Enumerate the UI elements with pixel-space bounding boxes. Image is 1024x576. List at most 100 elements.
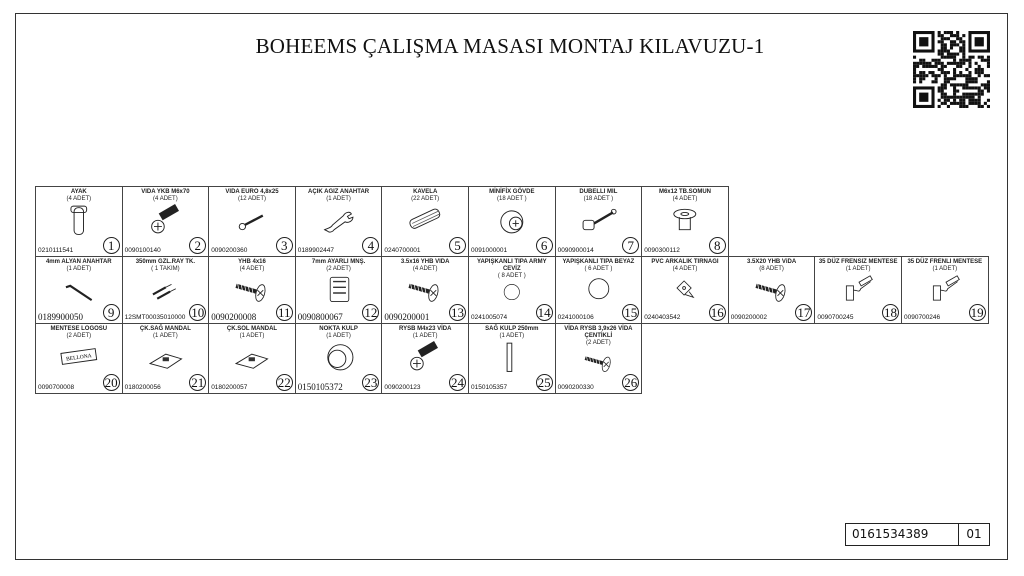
part-cell: MENTESE LOGOSU (2 ADET) BELLONA 00907000… bbox=[35, 323, 123, 394]
document-code-box: 0161534389 01 bbox=[845, 523, 990, 546]
part-code: 0090800067 bbox=[297, 312, 343, 322]
part-footer: 0210111541 1 bbox=[38, 236, 120, 255]
part-cell: 35 DÜZ FRENLI MENTESE (1 ADET) 009070024… bbox=[901, 256, 989, 324]
part-code: 0090200330 bbox=[557, 384, 594, 391]
part-quantity: (1 ADET) bbox=[499, 333, 525, 339]
part-quantity: (18 ADET ) bbox=[497, 196, 527, 202]
part-quantity: (18 ADET ) bbox=[583, 196, 614, 202]
leg-icon bbox=[70, 205, 88, 235]
part-cell: MİNİFİX GÖVDE (18 ADET ) 0091000001 6 bbox=[468, 186, 556, 257]
part-footer: 0150105357 25 bbox=[471, 373, 553, 392]
part-footer: 0150105372 23 bbox=[298, 373, 380, 392]
part-number: 15 bbox=[622, 304, 640, 321]
part-footer: 0240700001 5 bbox=[384, 236, 466, 255]
part-footer: 0241005074 14 bbox=[471, 303, 553, 322]
part-footer: 0090200002 17 bbox=[731, 303, 813, 322]
part-name: SAĞ KULP 250mm bbox=[485, 326, 539, 332]
part-cell: SAĞ KULP 250mm (1 ADET) 0150105357 25 bbox=[468, 323, 556, 394]
part-name: 350mm GZL.RAY TK. bbox=[135, 259, 196, 265]
part-cell: KAVELA (22 ADET) 0240700001 5 bbox=[381, 186, 469, 257]
bolt-icon bbox=[150, 204, 179, 234]
part-name: M6x12 TB.SOMUN bbox=[658, 189, 711, 195]
knob-icon bbox=[327, 344, 354, 371]
part-code: 0240403542 bbox=[644, 314, 681, 321]
part-name: 35 DÜZ FRENSIZ MENTESE bbox=[818, 259, 898, 265]
part-footer: 0240403542 16 bbox=[644, 303, 726, 322]
part-name: MİNİFİX GÖVDE bbox=[489, 189, 535, 195]
part-code: 0090300112 bbox=[644, 247, 680, 254]
part-footer: 0090200330 26 bbox=[558, 373, 640, 392]
part-number: 16 bbox=[708, 304, 726, 321]
part-number: 22 bbox=[275, 374, 293, 391]
part-number: 17 bbox=[795, 304, 813, 321]
part-number: 25 bbox=[535, 374, 553, 391]
part-cell: 35 DÜZ FRENSIZ MENTESE (1 ADET) 00907002… bbox=[814, 256, 902, 324]
part-code: 0090700245 bbox=[817, 314, 854, 321]
part-number: 7 bbox=[622, 237, 640, 254]
part-quantity: (1 ADET) bbox=[412, 333, 438, 339]
part-quantity: (4 ADET) bbox=[239, 266, 265, 272]
part-number: 10 bbox=[189, 304, 207, 321]
part-code: 0090700246 bbox=[904, 314, 941, 321]
part-quantity: (1 ADET) bbox=[326, 333, 351, 339]
part-cell: 7mm AYARLI MNŞ. (2 ADET) 0090800067 12 bbox=[294, 256, 383, 324]
part-code: 0189900050 bbox=[38, 312, 83, 322]
part-number: 6 bbox=[535, 237, 553, 254]
part-quantity: ( 8 ADET ) bbox=[497, 273, 526, 279]
latch-icon bbox=[148, 353, 183, 369]
part-cell: AYAK (4 ADET) 0210111541 1 bbox=[35, 186, 123, 257]
part-number: 11 bbox=[275, 304, 293, 321]
part-cell: 3.5X20 YHB ViDA (8 ADET) 0090200002 17 bbox=[727, 256, 816, 324]
part-number: 14 bbox=[535, 304, 553, 321]
part-footer: 0090100140 2 bbox=[125, 236, 207, 255]
part-number: 2 bbox=[189, 237, 207, 254]
page-number: 01 bbox=[966, 527, 982, 541]
part-cell: VIDA EURO 4,8x25 (12 ADET) 0090200360 3 bbox=[208, 186, 296, 257]
part-code: 0150105372 bbox=[297, 382, 343, 392]
part-name: ÇK.SOL MANDAL bbox=[226, 326, 278, 332]
part-name: AYAK bbox=[70, 189, 87, 195]
qr-code-icon bbox=[913, 31, 990, 108]
part-footer: 0090200360 3 bbox=[211, 236, 293, 255]
part-quantity: (4 ADET) bbox=[672, 196, 698, 202]
part-number: 1 bbox=[102, 237, 120, 254]
part-number: 8 bbox=[708, 237, 726, 254]
part-quantity: (8 ADET) bbox=[759, 266, 784, 272]
screw-icon bbox=[755, 282, 786, 302]
part-name: RYSB M4x23 VİDA bbox=[398, 326, 452, 332]
part-number: 5 bbox=[448, 237, 466, 254]
part-quantity: ( 6 ADET ) bbox=[584, 266, 613, 272]
cap-icon bbox=[587, 278, 609, 300]
part-cell: ÇK.SAĞ MANDAL (1 ADET) 0180200056 21 bbox=[121, 323, 210, 394]
part-name: AÇIK AGIZ ANAHTAR bbox=[308, 189, 370, 195]
part-quantity: (4 ADET) bbox=[153, 196, 178, 202]
part-cell: VİDA RYSB 3,9x26 VİDA ÇENTİKLİ (2 ADET) … bbox=[554, 323, 643, 394]
part-quantity: (2 ADET) bbox=[586, 340, 611, 346]
part-name: YAPIŞKANLI TIPA ARMY CEVİZ bbox=[477, 259, 547, 272]
part-number: 21 bbox=[189, 374, 207, 391]
part-code: 0090200002 bbox=[730, 314, 767, 321]
part-name: VIDA YKB M6x70 bbox=[141, 189, 190, 195]
part-name: ÇK.SAĞ MANDAL bbox=[139, 326, 191, 332]
part-code: 0150105357 bbox=[471, 384, 508, 391]
part-name: 4mm ALYAN ANAHTAR bbox=[45, 259, 112, 265]
part-cell: VIDA YKB M6x70 (4 ADET) 0090100140 2 bbox=[121, 186, 210, 257]
part-code: 0090700008 bbox=[38, 384, 75, 391]
page-frame bbox=[15, 13, 1008, 560]
part-code: 0189902447 bbox=[297, 247, 334, 254]
part-name: YHB 4x16 bbox=[238, 259, 266, 265]
part-cell: YHB 4x16 (4 ADET) 0090200008 11 bbox=[208, 256, 296, 324]
rail-icon bbox=[152, 284, 176, 300]
part-footer: 0189902447 4 bbox=[298, 236, 380, 255]
part-cell: PVC ARKALIK TIRNAGI (4 ADET) 0240403542 … bbox=[641, 256, 729, 324]
screw-icon bbox=[235, 282, 266, 302]
part-code: 0090200360 bbox=[211, 247, 248, 254]
part-number: 19 bbox=[968, 304, 986, 321]
part-footer: 12SMT00035010000 10 bbox=[125, 303, 207, 322]
part-footer: 0090900014 7 bbox=[558, 236, 640, 255]
part-number: 26 bbox=[622, 374, 640, 391]
dowel-icon bbox=[409, 208, 441, 229]
part-name: 3.5X20 YHB ViDA bbox=[747, 259, 797, 265]
part-quantity: (1 ADET) bbox=[66, 266, 92, 272]
hinge-icon bbox=[846, 275, 874, 301]
